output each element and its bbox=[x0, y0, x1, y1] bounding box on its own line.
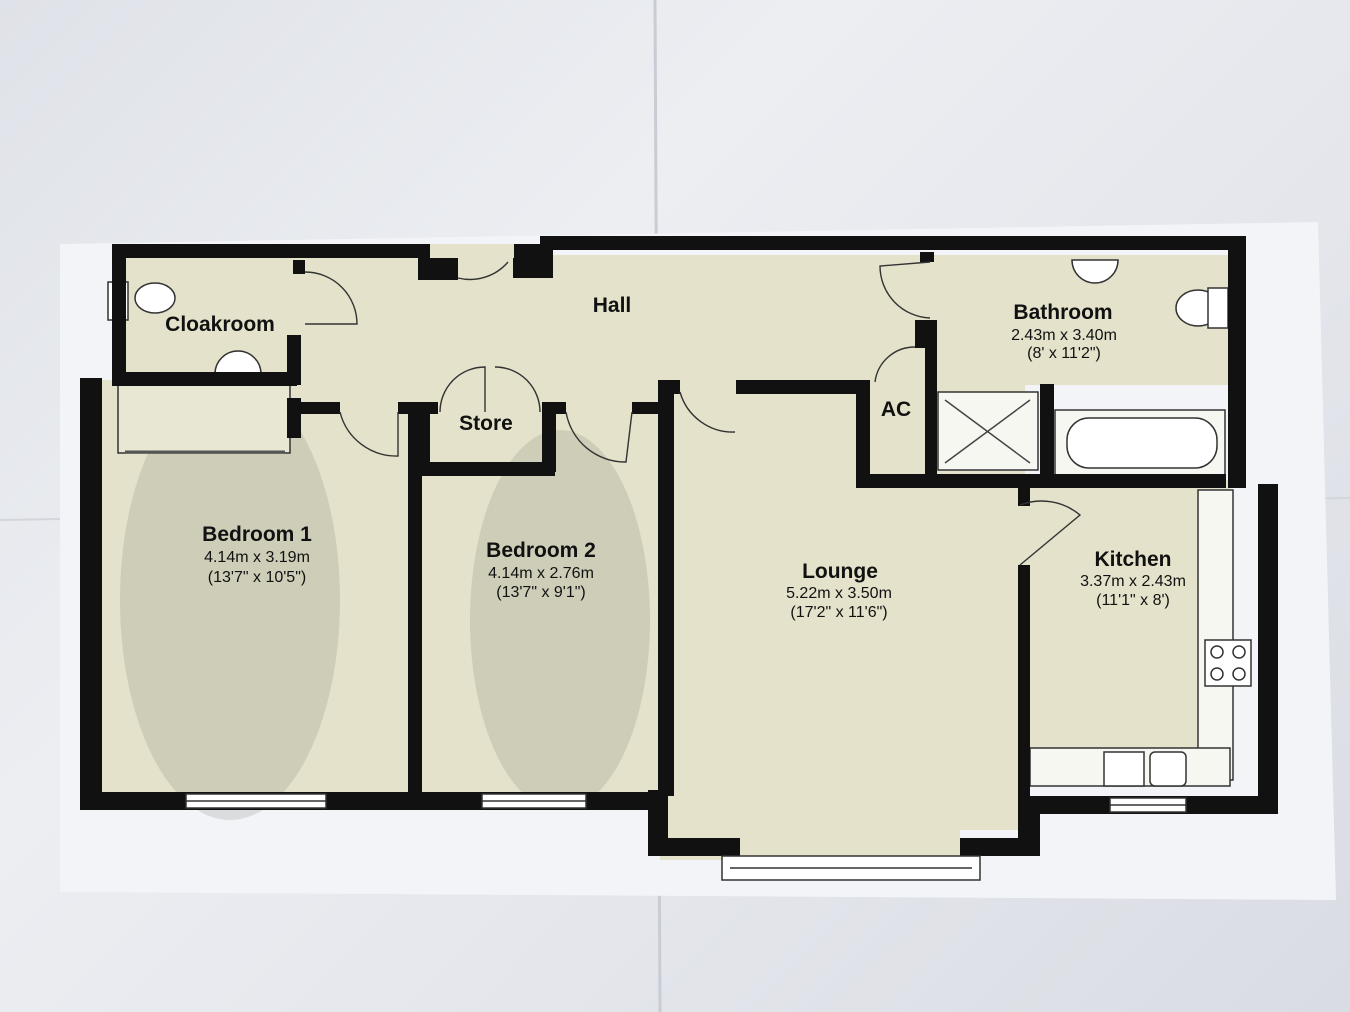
bathroom-label: Bathroom bbox=[1013, 301, 1112, 324]
store-label: Store bbox=[459, 412, 513, 435]
cloakroom-toilet bbox=[134, 282, 176, 314]
kitchen-label: Kitchen bbox=[1094, 548, 1171, 571]
bathroom-basin bbox=[1071, 259, 1119, 284]
kitchen-sink bbox=[1149, 751, 1187, 787]
cloakroom-basin bbox=[214, 350, 262, 375]
fixtures bbox=[107, 259, 1252, 787]
door-swing-store-left bbox=[439, 366, 486, 413]
hob-ring bbox=[1210, 667, 1224, 681]
lounge-label: Lounge bbox=[802, 560, 878, 583]
shadow-overlay bbox=[120, 380, 650, 820]
door-swing-bedroom1 bbox=[339, 411, 399, 457]
lounge-dim-metric: 5.22m x 3.50m bbox=[786, 585, 892, 602]
bath-basin bbox=[1066, 417, 1218, 469]
door-swing-bathroom bbox=[879, 261, 931, 319]
door-swing-ac bbox=[874, 346, 916, 383]
hall-label: Hall bbox=[593, 294, 632, 317]
door-swing-kitchen bbox=[1019, 500, 1082, 566]
room-labels: Cloakroom Hall Store AC Bathroom 2.43m x… bbox=[165, 294, 1186, 621]
bedroom1-dim-metric: 4.14m x 3.19m bbox=[204, 549, 310, 566]
bathroom-dim-imperial: (8' x 11'2") bbox=[1027, 345, 1101, 362]
door-swing-front bbox=[457, 261, 509, 281]
drainer bbox=[1103, 751, 1145, 787]
walls bbox=[80, 236, 1278, 856]
kitchen-counter-right bbox=[1197, 489, 1234, 781]
hob bbox=[1204, 639, 1252, 687]
door-swings bbox=[304, 261, 1082, 566]
door-swing-bedroom2 bbox=[565, 411, 633, 463]
bedroom2-dim-imperial: (13'7" x 9'1") bbox=[496, 584, 586, 601]
bedroom1-label: Bedroom 1 bbox=[202, 523, 312, 546]
bathroom-dim-metric: 2.43m x 3.40m bbox=[1011, 327, 1117, 344]
cloakroom-label: Cloakroom bbox=[165, 313, 275, 336]
hob-ring bbox=[1232, 645, 1246, 659]
door-swing-store-right bbox=[494, 366, 541, 413]
windows bbox=[185, 244, 1187, 881]
shower-line-2 bbox=[944, 399, 1031, 464]
bedroom1-dim-imperial: (13'7" x 10'5") bbox=[208, 569, 306, 586]
floor-fill bbox=[100, 255, 1230, 860]
door-swing-cloakroom bbox=[304, 271, 358, 325]
hob-ring bbox=[1232, 667, 1246, 681]
bathroom-cistern bbox=[1207, 287, 1229, 329]
kitchen-dim-imperial: (11'1" x 8') bbox=[1096, 592, 1170, 609]
ac-label: AC bbox=[881, 398, 911, 421]
front-door-gap bbox=[430, 244, 514, 258]
bedroom2-dim-metric: 4.14m x 2.76m bbox=[488, 565, 594, 582]
wardrobe bbox=[117, 384, 291, 454]
door-swing-lounge bbox=[679, 391, 736, 433]
lounge-dim-imperial: (17'2" x 11'6") bbox=[790, 604, 887, 621]
bedroom2-label: Bedroom 2 bbox=[486, 539, 596, 562]
kitchen-dim-metric: 3.37m x 2.43m bbox=[1080, 573, 1186, 590]
hob-ring bbox=[1210, 645, 1224, 659]
